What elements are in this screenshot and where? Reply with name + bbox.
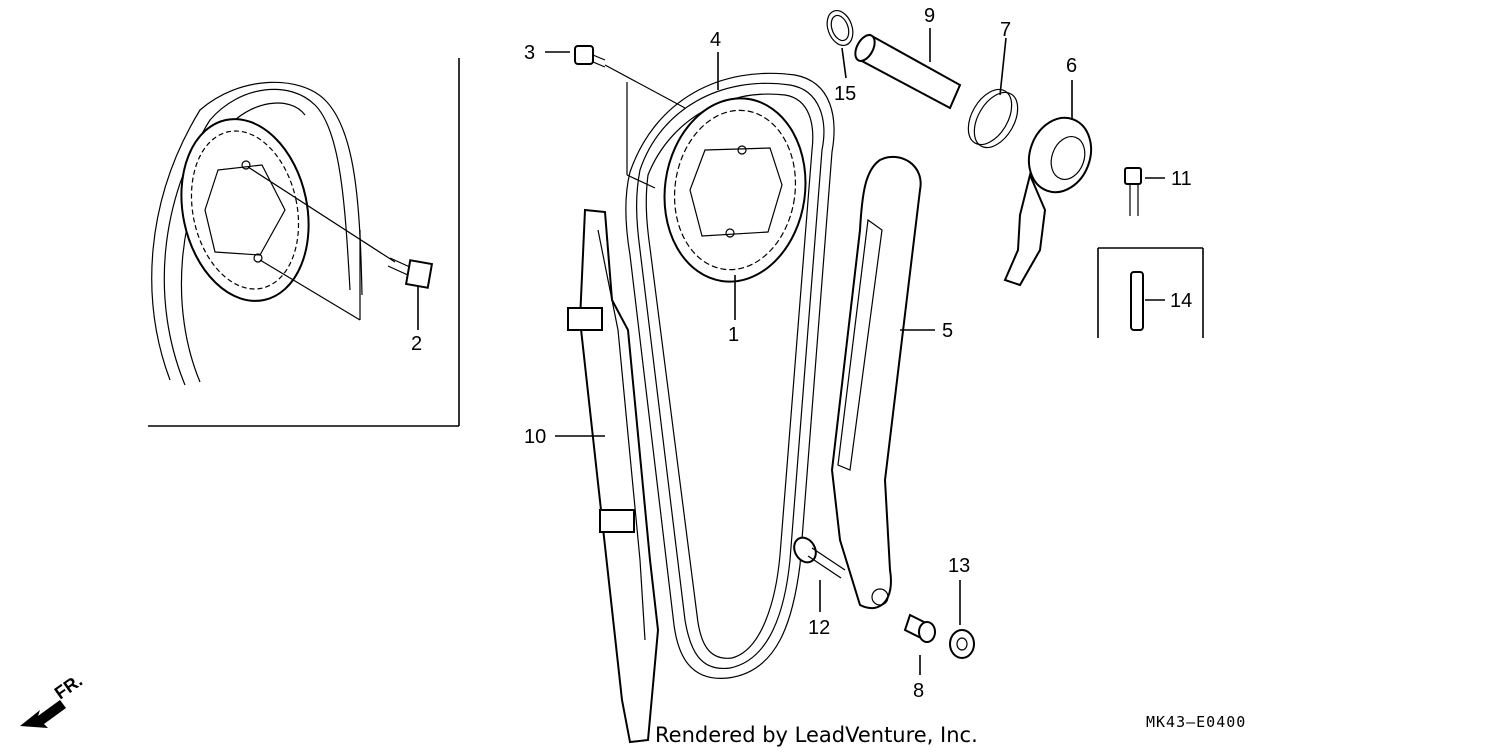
callout-7: 7 [1000,19,1011,41]
callout-10: 10 [524,426,546,448]
tensioner-arm-5 [830,155,922,610]
diagram-code: MK43–E0400 [1146,713,1246,731]
front-direction-label: FR. [51,670,86,703]
callout-11: 11 [1171,168,1192,190]
callout-15: 15 [834,83,856,105]
callout-2: 2 [411,333,422,355]
callout-9: 9 [924,5,935,27]
pivot-shaft-9-icon [854,33,962,110]
callout-14: 14 [1170,290,1192,312]
callout-12: 12 [808,617,830,639]
washer-13-icon [949,629,975,659]
collar-8-icon [903,613,936,643]
credit-text: Rendered by LeadVenture, Inc. [655,723,978,747]
o-ring-15-icon [826,9,854,47]
callout-1: 1 [728,324,739,346]
callout-5: 5 [942,320,953,342]
cam-sprocket [663,97,807,283]
callout-8: 8 [913,680,924,702]
inset-frame [148,58,460,427]
chain-guide-10 [567,208,660,744]
bolt-2-icon [247,166,434,321]
tensioner-6-icon [1003,116,1093,287]
inset-sprocket [151,81,363,386]
spring-7-icon [967,88,1019,149]
pin-14-frame [1097,247,1204,338]
front-direction-arrow-icon [20,700,66,728]
bolt-3-icon [574,45,686,189]
bolt-11-icon [1124,167,1142,216]
callout-3: 3 [524,42,535,64]
bolt-12-icon [793,536,846,579]
callout-13: 13 [948,555,970,577]
callout-4: 4 [710,29,721,51]
leader-lines [417,28,1165,675]
callout-6: 6 [1066,55,1077,77]
